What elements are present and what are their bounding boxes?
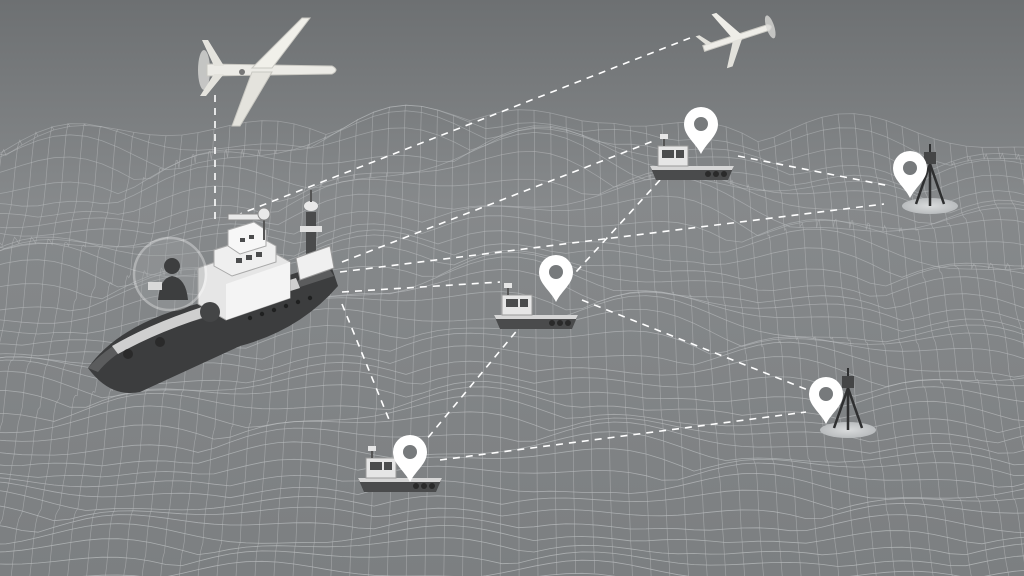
location-pin-icon <box>539 255 573 302</box>
terrain-grid-line <box>349 111 375 576</box>
terrain-contour-line <box>0 380 1024 408</box>
terrain-grid-line <box>235 121 279 576</box>
network-links <box>214 37 891 461</box>
terrain-grid-line <box>387 104 406 576</box>
terrain-grid-line <box>405 106 422 576</box>
terrain-contour-line <box>0 125 1024 195</box>
terrain-grid-line <box>597 122 614 575</box>
terrain-contour-line <box>0 228 1024 271</box>
terrain-grid-line <box>10 123 87 576</box>
terrain-grid-line <box>292 134 327 576</box>
terrain-contour-line <box>0 195 1024 250</box>
terrain-grid-line <box>0 125 55 432</box>
terrain-contour-line <box>0 514 1024 534</box>
link-distant-drone-to-command-ship <box>239 37 691 215</box>
terrain-contour-line <box>0 421 1024 456</box>
terrain-grid-line <box>981 147 1024 350</box>
terrain-grid-line <box>254 123 295 576</box>
surveillance-drone <box>198 17 337 127</box>
terrain-grid-line <box>499 111 503 576</box>
terrain-contour-line <box>0 104 1024 166</box>
terrain-grid-line <box>821 117 877 576</box>
terrain-contour-line <box>0 176 1024 237</box>
terrain-contour-line <box>0 356 1024 388</box>
terrain-grid-line <box>311 128 343 576</box>
terrain-grid-line <box>197 122 247 576</box>
terrain-grid-line <box>533 110 539 576</box>
link-command-ship-to-sensor-mast-north <box>339 203 885 273</box>
terrain-grid-line <box>949 143 1024 563</box>
terrain-grid-line <box>0 131 39 343</box>
terrain-contour-line <box>0 489 1024 511</box>
terrain-grid-line <box>933 138 1010 576</box>
link-patrol-boat-center-to-sensor-mast-south <box>581 299 809 391</box>
terrain-contour-line <box>0 150 1024 218</box>
terrain-grid-line <box>549 112 558 576</box>
sensor-mast-south <box>820 368 876 438</box>
terrain-grid-line <box>462 120 471 576</box>
terrain-grid-line <box>725 126 764 576</box>
patrol-boat-center <box>494 283 578 329</box>
terrain-contour-line <box>0 104 1024 156</box>
terrain-grid-line <box>517 109 520 576</box>
terrain-contour-line <box>0 234 1024 278</box>
terrain-grid-line <box>757 141 802 576</box>
terrain-grid-line <box>48 129 119 576</box>
terrain-grid-line <box>965 146 1024 451</box>
terrain-grid-line <box>565 116 577 574</box>
terrain-contour-line <box>0 256 1024 312</box>
terrain-contour-line <box>0 411 1024 444</box>
terrain-contour-line <box>0 127 1024 183</box>
terrain-grid-line <box>741 132 783 576</box>
terrain-grid-line <box>789 129 840 576</box>
patrol-boat-north <box>650 134 734 180</box>
terrain-grid-line <box>273 128 311 576</box>
terrain-grid-line <box>629 126 652 576</box>
command-ship <box>88 190 338 393</box>
terrain-grid-line <box>443 114 455 576</box>
terrain-grid-line <box>869 115 934 576</box>
location-pin-icon <box>393 435 427 482</box>
sensor-mast-north <box>902 144 958 214</box>
link-command-ship-to-patrol-boat-south <box>341 303 391 423</box>
link-patrol-boat-south-to-sensor-mast-south <box>439 411 807 461</box>
terrain-contour-line <box>0 215 1024 252</box>
location-pin-icon <box>893 151 927 198</box>
terrain-grid-line <box>645 126 671 576</box>
terrain-grid-line <box>216 120 263 576</box>
terrain-grid-line <box>0 122 71 526</box>
terrain-grid-line <box>424 109 439 576</box>
patrol-boat-south <box>358 446 442 492</box>
terrain-grid-line <box>613 123 633 576</box>
terrain-contour-line <box>0 448 1024 478</box>
terrain-contour-line <box>0 502 1024 522</box>
terrain-grid-line <box>29 126 102 576</box>
terrain-grid-line <box>917 132 991 576</box>
terrain-contour-line <box>0 370 1024 399</box>
link-command-ship-to-patrol-boat-north <box>341 139 657 263</box>
terrain-grid-line <box>773 137 821 576</box>
link-command-ship-to-patrol-boat-center <box>341 281 501 293</box>
terrain-grid-line <box>853 113 915 576</box>
terrain-grid-line <box>885 120 953 576</box>
terrain-grid-line <box>481 115 487 576</box>
distant-drone <box>695 12 776 69</box>
terrain-contour-line <box>0 472 1024 499</box>
location-pin-icon <box>809 377 843 424</box>
terrain-grid-line <box>330 119 359 576</box>
terrain-grid-line <box>805 122 858 576</box>
terrain-grid-line <box>997 147 1024 270</box>
location-pin-icon <box>684 107 718 154</box>
terrain-contour-line <box>0 462 1024 488</box>
terrain-grid-line <box>0 139 23 247</box>
terrain-contour-line <box>0 131 1024 207</box>
terrain-contour-line <box>0 537 1024 556</box>
terrain-contour-line <box>0 168 1024 229</box>
terrain-contour-line <box>0 523 1024 545</box>
terrain-grid-line <box>581 120 595 574</box>
terrain-grid-line <box>368 106 391 576</box>
terrain-grid-line <box>837 113 896 576</box>
